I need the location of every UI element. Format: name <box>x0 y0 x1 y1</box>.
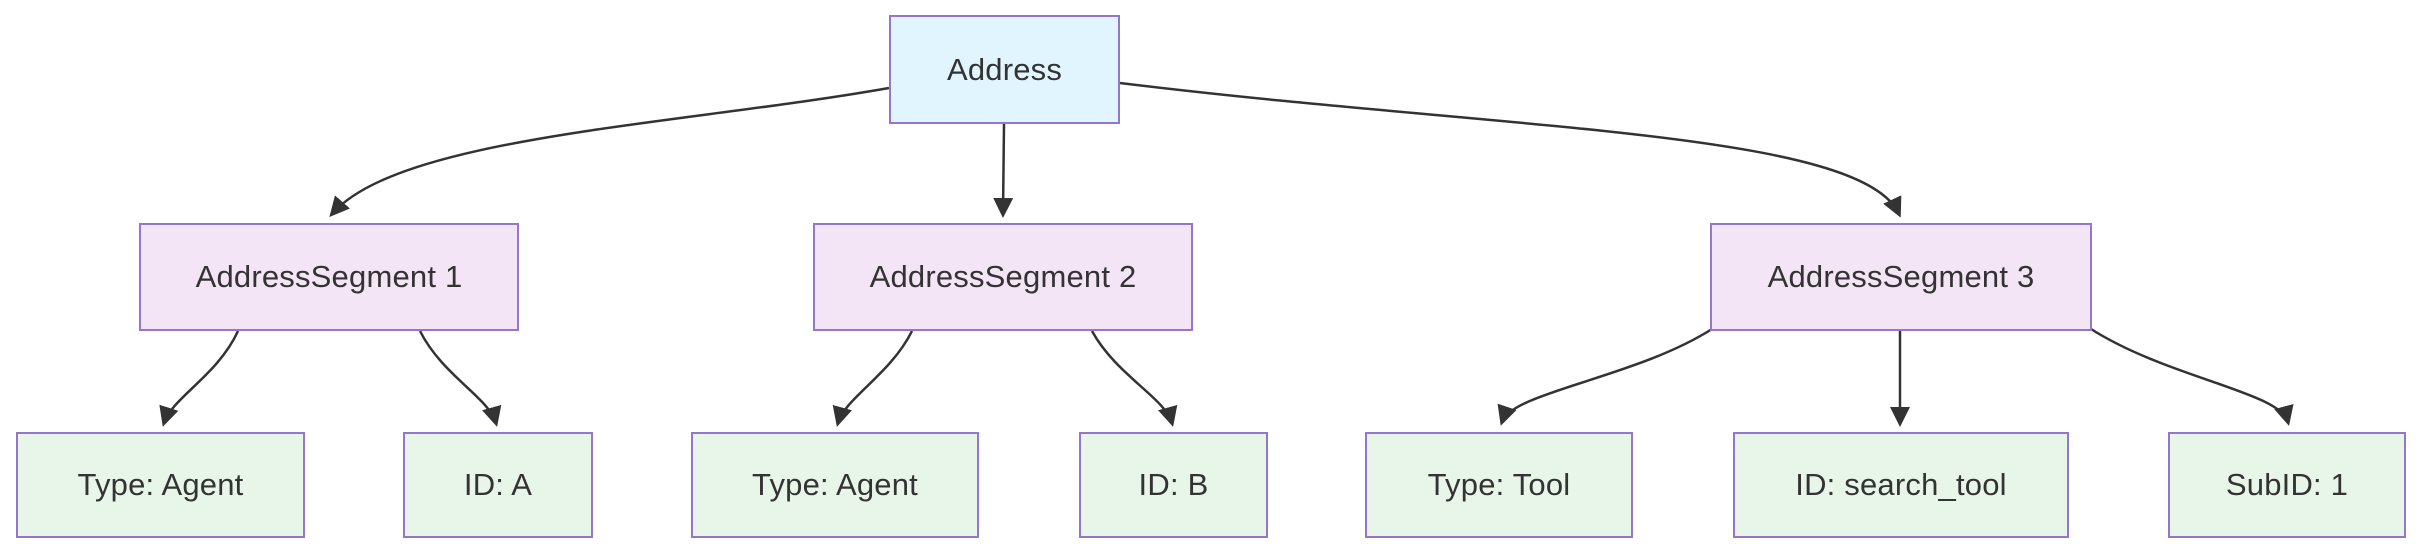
node-seg3-id: ID: search_tool <box>1733 432 2069 538</box>
node-address-segment-2-label: AddressSegment 2 <box>869 259 1137 294</box>
node-seg2-id-label: ID: B <box>1138 467 1209 502</box>
node-address-segment-3-label: AddressSegment 3 <box>1767 259 2035 294</box>
node-seg2-type: Type: Agent <box>691 432 979 538</box>
node-address-segment-2: AddressSegment 2 <box>813 223 1193 331</box>
node-seg1-id-label: ID: A <box>463 467 533 502</box>
node-seg3-id-label: ID: search_tool <box>1795 467 2007 502</box>
node-address-segment-1-label: AddressSegment 1 <box>195 259 463 294</box>
node-seg2-type-label: Type: Agent <box>752 467 918 502</box>
node-address-label: Address <box>946 51 1063 87</box>
edge-segment3-to-subid <box>2090 327 2294 426</box>
edge-address-to-segment3 <box>1119 81 1902 218</box>
node-seg2-id: ID: B <box>1079 432 1268 538</box>
edge-segment3-to-type-tool <box>1497 327 1713 426</box>
node-seg3-type: Type: Tool <box>1365 432 1633 538</box>
node-seg3-subid-label: SubID: 1 <box>2225 467 2349 502</box>
node-seg3-subid: SubID: 1 <box>2168 432 2406 538</box>
node-seg3-type-label: Type: Tool <box>1427 467 1571 502</box>
node-seg1-id: ID: A <box>403 432 593 538</box>
edge-address-to-segment1 <box>329 86 890 218</box>
edge-segment2-to-id-b <box>1090 330 1178 427</box>
edge-address-to-segment2 <box>993 123 1014 218</box>
node-seg1-type: Type: Agent <box>16 432 305 538</box>
edge-segment1-to-type-agent <box>159 330 240 427</box>
node-address-segment-3: AddressSegment 3 <box>1710 223 2092 331</box>
edge-segment2-to-type-agent <box>832 330 914 427</box>
node-address-segment-1: AddressSegment 1 <box>139 223 519 331</box>
node-seg1-type-label: Type: Agent <box>77 467 244 502</box>
node-address: Address <box>889 15 1120 124</box>
edge-segment1-to-id-a <box>418 330 502 427</box>
